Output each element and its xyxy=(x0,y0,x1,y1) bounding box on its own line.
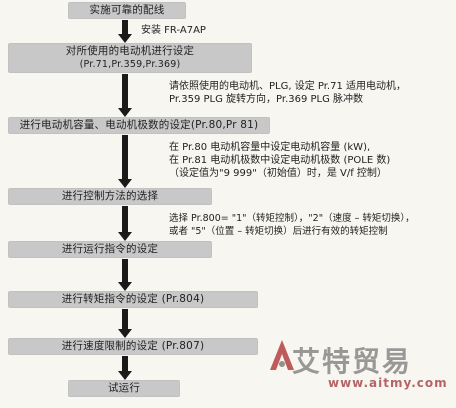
note-motor-setting-line: 请依照使用的电动机、PLG, 设定 Pr.71 适用电动机， xyxy=(169,81,407,92)
arrow-down-3 xyxy=(118,135,132,188)
step-motor-setting: 对所使用的电动机进行设定 (Pr.71,Pr.359,Pr.369) xyxy=(8,43,252,73)
step-wiring-label: 实施可靠的配线 xyxy=(89,4,165,16)
step-wiring: 实施可靠的配线 xyxy=(68,2,186,19)
watermark-logo-icon xyxy=(270,340,294,370)
arrow-down-7 xyxy=(118,356,132,380)
arrow-down-2 xyxy=(118,74,132,117)
note-capacity-setting: 在 Pr.80 电动机容量中设定电动机容量 (kW), 在 Pr.81 电动机极… xyxy=(169,141,390,180)
note-control-method-line: 选择 Pr.800= "1"（转矩控制），"2"（速度 – 转矩切换）， xyxy=(169,213,415,224)
arrow-down-5 xyxy=(118,259,132,291)
step-speed-limit: 进行速度限制的设定 (Pr.807) xyxy=(8,338,258,355)
note-motor-setting: 请依照使用的电动机、PLG, 设定 Pr.71 适用电动机， Pr.359 PL… xyxy=(169,80,406,106)
step-torque-command-label: 进行转矩指令的设定 (Pr.804) xyxy=(61,293,205,305)
step-capacity-setting-label: 进行电动机容量、电动机极数的设定(Pr.80,Pr 81) xyxy=(19,119,259,131)
arrow-down-4 xyxy=(118,206,132,241)
step-test-run: 试运行 xyxy=(68,380,180,397)
step-motor-setting-label: 对所使用的电动机进行设定 xyxy=(65,45,195,57)
watermark: 艾特贸易 www.aitmy.com xyxy=(270,340,447,394)
note-motor-setting-line: Pr.359 PLG 旋转方向，Pr.369 PLG 脉冲数 xyxy=(169,94,364,105)
step-capacity-setting: 进行电动机容量、电动机极数的设定(Pr.80,Pr 81) xyxy=(8,117,270,134)
step-speed-limit-label: 进行速度限制的设定 (Pr.807) xyxy=(61,340,205,352)
step-motor-setting-params: (Pr.71,Pr.359,Pr.369) xyxy=(79,59,181,70)
note-capacity-setting-line: （设定值为"9 999"（初始值）时，是 V/f 控制） xyxy=(169,168,387,179)
step-torque-command: 进行转矩指令的设定 (Pr.804) xyxy=(8,291,258,308)
step-run-command: 进行运行指令的设定 xyxy=(8,241,212,258)
note-capacity-setting-line: 在 Pr.80 电动机容量中设定电动机容量 (kW), xyxy=(169,142,371,153)
note-control-method: 选择 Pr.800= "1"（转矩控制），"2"（速度 – 转矩切换）， 或者 … xyxy=(169,212,415,238)
watermark-url: www.aitmy.com xyxy=(328,376,448,390)
step-run-command-label: 进行运行指令的设定 xyxy=(61,243,159,255)
arrow-down-6 xyxy=(118,309,132,338)
arrow-down-1 xyxy=(118,20,132,43)
step-control-method-label: 进行控制方法的选择 xyxy=(61,190,159,202)
note-capacity-setting-line: 在 Pr.81 电动机极数中设定电动机极数 (POLE 数) xyxy=(169,155,391,166)
step-control-method: 进行控制方法的选择 xyxy=(8,188,212,205)
watermark-title: 艾特贸易 xyxy=(292,345,413,378)
step-test-run-label: 试运行 xyxy=(107,382,141,394)
side-note-install: 安装 FR-A7AP xyxy=(141,25,206,36)
note-control-method-line: 或者 "5"（位置 – 转矩切换）后进行有效的转矩控制 xyxy=(169,226,388,237)
